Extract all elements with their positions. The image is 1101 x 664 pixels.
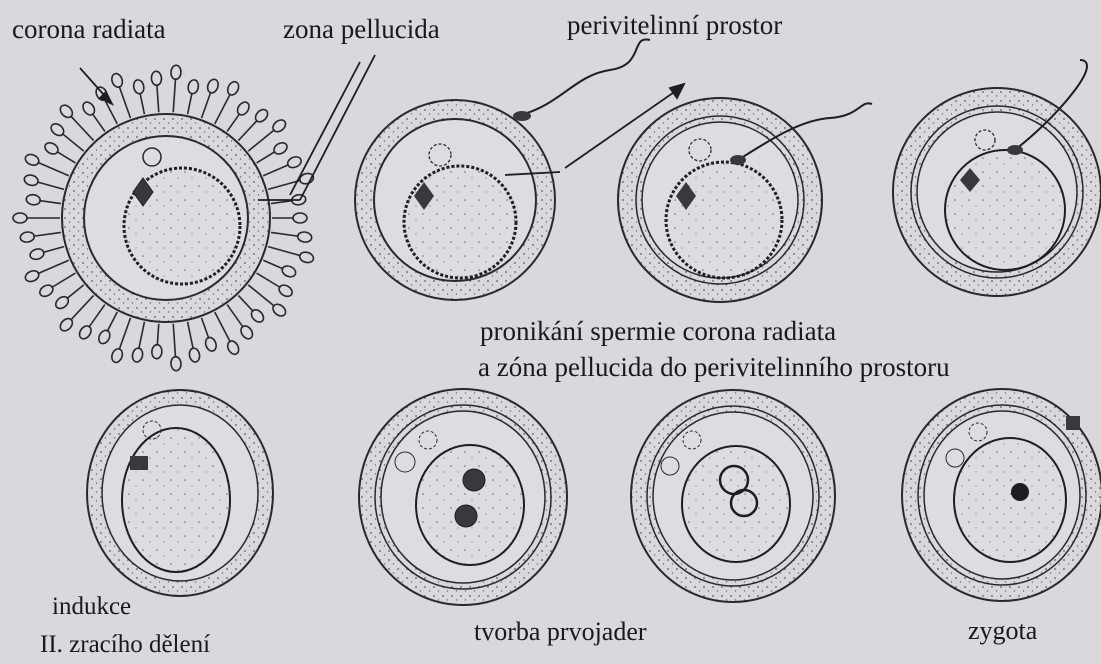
corona-cell (110, 347, 124, 364)
corona-cell (29, 247, 45, 260)
corona-cell (297, 231, 312, 243)
corona-cell (81, 100, 97, 117)
cell-penetration-2 (355, 39, 650, 300)
cell-corona-radiata (13, 65, 315, 371)
corona-cell-stalk (33, 232, 61, 236)
corona-cell-stalk (139, 322, 145, 349)
corona-cell-stalk (263, 165, 289, 176)
corona-cell (272, 140, 289, 156)
corona-cell (170, 65, 181, 80)
corona-cell-stalk (140, 93, 144, 115)
corona-cell (239, 324, 255, 341)
corona-cell-stalk (38, 260, 69, 274)
corona-cell-stalk (257, 151, 276, 162)
corona-cell (170, 356, 181, 371)
corona-cell (188, 347, 201, 363)
corona-cell-stalk (62, 133, 84, 151)
caption-penetration-line2: a zóna pellucida do perivitelinního pros… (478, 352, 950, 383)
corona-cell (226, 339, 241, 356)
cell-penetration-3 (618, 98, 872, 302)
corona-cell (26, 194, 41, 206)
caption-induction-line1: indukce (52, 593, 131, 621)
corona-cell-stalk (107, 312, 117, 332)
corona-cell-stalk (89, 305, 105, 328)
corona-cell (235, 100, 251, 117)
caption-pronuclei: tvorba prvojader (474, 617, 647, 647)
corona-cell-stalk (215, 312, 231, 342)
caption-induction-line2: II. zracího dělení (40, 631, 210, 659)
corona-cell-stalk (43, 247, 64, 253)
corona-cell-stalk (39, 201, 61, 204)
caption-penetration-line1: pronikání spermie corona radiata (480, 316, 836, 347)
corona-cell (24, 269, 41, 284)
cell-zygote (902, 389, 1101, 601)
corona-cell-stalk (238, 120, 257, 140)
corona-cell-stalk (92, 113, 105, 131)
corona-cell-stalk (248, 130, 274, 151)
corona-cell (23, 174, 39, 187)
corona-cell-stalk (271, 232, 299, 236)
corona-cell-stalk (70, 295, 93, 320)
corona-cell (280, 264, 297, 279)
corona-cell (286, 155, 303, 170)
cell-induction (87, 390, 273, 596)
label-corona-radiata: corona radiata (12, 14, 166, 45)
corona-cell-stalk (173, 324, 175, 358)
corona-cell-stalk (157, 84, 159, 112)
corona-cell-stalk (119, 318, 130, 350)
corona-cell-stalk (201, 92, 210, 118)
corona-cell (298, 251, 314, 264)
corona-cell-stalk (52, 273, 76, 288)
cell-penetration-4 (893, 60, 1101, 296)
corona-cell-stalk (215, 94, 231, 124)
corona-cell-stalk (248, 285, 274, 306)
cell-pronuclei-1 (359, 389, 567, 605)
corona-cell-stalk (257, 273, 281, 288)
corona-cell-stalk (227, 113, 240, 131)
label-perivitelinni-prostor: perivitelinní prostor (567, 10, 782, 41)
corona-cell-stalk (38, 162, 69, 176)
corona-cell-stalk (201, 318, 208, 339)
corona-cell-stalk (268, 247, 301, 256)
corona-cell (277, 283, 294, 299)
corona-cell (293, 213, 307, 223)
corona-cell-stalk (70, 116, 93, 141)
corona-cell-stalk (37, 182, 64, 190)
corona-cell (43, 140, 60, 156)
caption-zygote: zygota (968, 616, 1037, 646)
corona-cell-stalk (188, 322, 194, 349)
corona-cell (132, 79, 145, 95)
corona-cell (151, 71, 162, 86)
corona-cell-stalk (227, 305, 243, 328)
corona-cell-stalk (57, 151, 76, 162)
corona-cell-stalk (173, 78, 175, 112)
corona-cell-stalk (119, 86, 130, 118)
corona-cell (110, 72, 124, 89)
corona-cell (38, 283, 55, 299)
corona-cell (77, 324, 93, 341)
corona-cell-stalk (67, 285, 84, 299)
corona-cell (151, 344, 162, 359)
corona-cell (24, 152, 41, 167)
corona-cell (187, 79, 200, 95)
corona-cell (226, 80, 241, 97)
label-zona-pellucida: zona pellucida (283, 14, 440, 45)
cell-pronuclei-2 (631, 390, 835, 602)
corona-cell (131, 347, 144, 363)
corona-cell-stalk (238, 295, 253, 311)
corona-cell-stalk (271, 201, 293, 204)
corona-cell (13, 213, 27, 223)
corona-cell-stalk (188, 93, 192, 115)
corona-cell (20, 231, 35, 243)
corona-cell-stalk (157, 324, 159, 346)
corona-cell (97, 328, 112, 345)
corona-cell-stalk (263, 260, 283, 269)
corona-cell (204, 336, 218, 353)
corona-cell (206, 78, 220, 95)
